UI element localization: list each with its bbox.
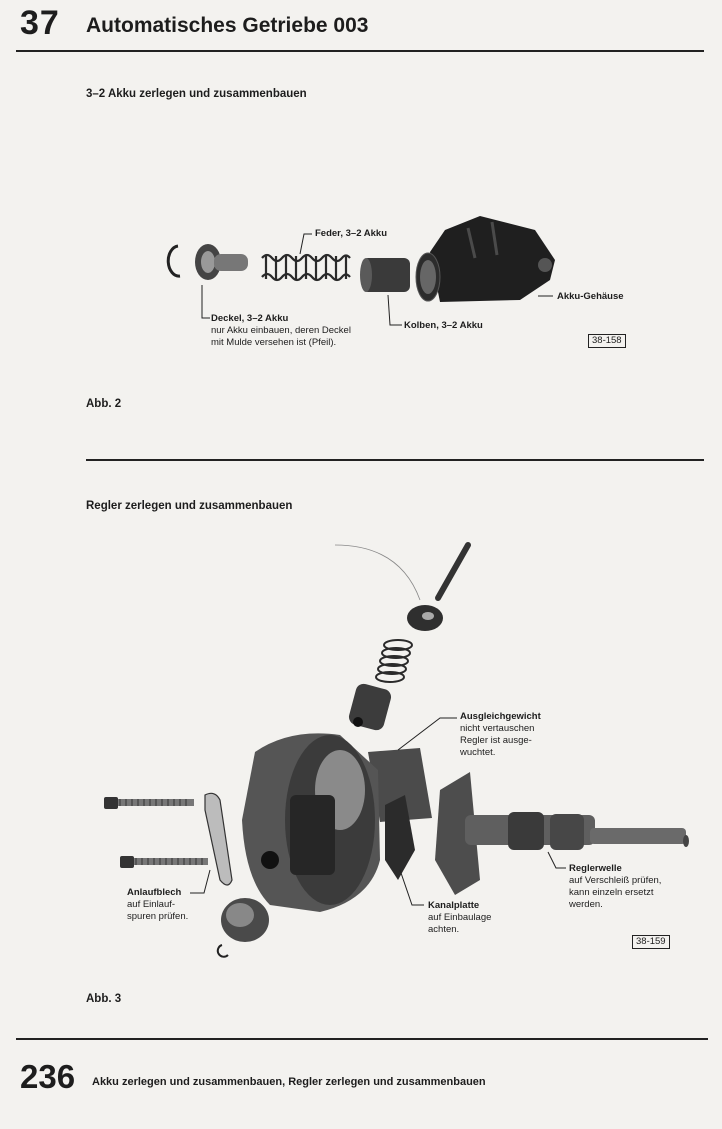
label-feder: Feder, 3–2 Akku (315, 228, 387, 239)
label-reglerwelle: Reglerwelle auf Verschleiß prüfen, kann … (569, 863, 661, 911)
section-divider (86, 459, 704, 461)
label-kanalplatte-line2: achten. (428, 924, 460, 935)
label-kanalplatte-title: Kanalplatte (428, 900, 480, 911)
sicherung-drawing (216, 944, 229, 958)
header-rule (16, 50, 704, 52)
label-deckel-line1: nur Akku einbauen, deren Deckel (211, 325, 351, 336)
section-heading-regler: Regler zerlegen und zusammenbauen (86, 500, 293, 512)
figure-ref-1: 38-158 (588, 334, 626, 348)
label-ausgleichgewicht-title: Ausgleichgewicht (460, 711, 541, 722)
stift-drawing (435, 542, 471, 601)
feder-drawing (261, 253, 351, 282)
label-ausgleichgewicht-line1: nicht vertauschen (460, 723, 535, 734)
figure-caption-1: Abb. 2 (86, 398, 122, 410)
kolben-drawing (362, 258, 410, 292)
footer-text: Akku zerlegen und zusammenbauen, Regler … (92, 1076, 486, 1088)
circlip-drawing (166, 244, 181, 278)
label-deckel-line2: mit Mulde versehen ist (Pfeil). (211, 337, 337, 348)
page-number: 236 (20, 1058, 76, 1095)
gehaeuse-drawing (415, 216, 555, 302)
kanalplatte-drawing (385, 795, 415, 880)
reglerfeder-drawing (375, 639, 413, 683)
chapter-number: 37 (20, 4, 60, 42)
label-ausgleichgewicht-line2: Regler ist ausge- (460, 735, 532, 746)
label-anlaufblech-title: Anlaufblech (127, 887, 182, 898)
label-kanalplatte: Kanalplatte auf Einbaulage achten. (428, 900, 491, 936)
reglerwelle-drawing (435, 772, 689, 895)
akku-exploded-figure (166, 216, 555, 326)
regler-exploded-figure (104, 542, 689, 958)
schrauben-drawing (104, 797, 208, 868)
label-ausgleichgewicht-line3: wuchtet. (460, 747, 496, 758)
label-kanalplatte-line1: auf Einbaulage (428, 912, 492, 923)
reglergehaeuse-drawing (242, 733, 380, 912)
label-ausgleichgewicht: Ausgleichgewicht nicht vertauschen Regle… (460, 711, 541, 759)
label-kolben: Kolben, 3–2 Akku (404, 320, 483, 331)
label-anlaufblech: Anlaufblech auf Einlauf- spuren prüfen. (127, 887, 188, 923)
label-reglerwelle-line2: kann einzeln ersetzt (569, 887, 654, 898)
label-anlaufblech-line1: auf Einlauf- (127, 899, 176, 910)
anlaufblech-drawing (204, 792, 233, 886)
label-deckel: Deckel, 3–2 Akku nur Akku einbauen, dere… (211, 313, 351, 349)
label-reglerwelle-line1: auf Verschleiß prüfen, (569, 875, 662, 886)
page-title: Automatisches Getriebe 003 (86, 14, 369, 37)
label-akku-gehaeuse: Akku-Gehäuse (557, 291, 624, 302)
ausgleichgewicht-drawing (368, 748, 432, 822)
figure-caption-2: Abb. 3 (86, 993, 122, 1005)
label-deckel-title: Deckel, 3–2 Akku (211, 313, 289, 324)
label-reglerwelle-title: Reglerwelle (569, 863, 622, 874)
section-heading-akku: 3–2 Akku zerlegen und zusammenbauen (86, 88, 307, 100)
label-anlaufblech-line2: spuren prüfen. (127, 911, 189, 922)
figure-ref-2: 38-159 (632, 935, 670, 949)
footer-rule (16, 1038, 708, 1040)
label-reglerwelle-line3: werden. (569, 899, 603, 910)
